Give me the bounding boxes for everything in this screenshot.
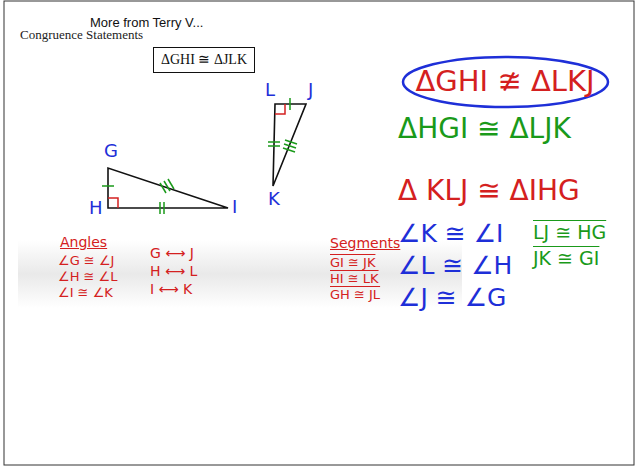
- angle-statement: ∠K ≅ ∠I: [398, 220, 503, 248]
- tick-mark: [284, 144, 296, 148]
- vertex-label: K: [268, 189, 280, 209]
- node-text: ΔGHI ≇ ΔLKJ: [416, 66, 595, 98]
- tick-mark: [285, 140, 297, 144]
- tick-mark: [268, 145, 280, 147]
- segment-statement: LJ ≅ HG: [533, 222, 606, 243]
- tick-mark: [283, 148, 295, 152]
- tick-mark: [102, 185, 114, 187]
- tick-mark: [168, 179, 174, 189]
- triangle-ghi: [108, 168, 228, 208]
- vertex-label: G: [104, 141, 118, 161]
- correspondence: G ⟷ J: [150, 246, 194, 261]
- vertex-label: H: [89, 198, 103, 218]
- tick-mark: [164, 181, 170, 191]
- segment-statement: GH ≅ JL: [330, 288, 380, 302]
- screenshot-heading: Congruence Statements: [20, 28, 143, 42]
- right-angle-mark: [108, 198, 118, 208]
- angle-statement: ∠L ≅ ∠H: [398, 252, 512, 280]
- congruence-statement: Δ KLJ ≅ ΔIHG: [398, 176, 580, 207]
- video-screenshot: [18, 66, 462, 308]
- segment-statement: JK ≅ GI: [533, 248, 599, 269]
- statement-ellipse: ΔGHI ≇ ΔLKJ: [401, 55, 610, 109]
- vertex-label: L: [265, 80, 275, 100]
- tick-mark: [268, 141, 280, 143]
- correspondence: I ⟷ K: [150, 282, 192, 297]
- ellipse-outline: [403, 57, 608, 107]
- node-text: ΔGHI ≅ ΔJLK: [161, 52, 247, 67]
- angle-statement: ∠I ≅ ∠K: [58, 286, 113, 300]
- angles-heading: Angles: [60, 235, 107, 250]
- segments-heading: Segments: [330, 236, 400, 251]
- slide-frame: [4, 1, 634, 465]
- statement-box: ΔGHI ≅ ΔJLK: [153, 47, 255, 73]
- segment-statement: HI ≅ LK: [330, 272, 379, 286]
- tick-mark: [289, 98, 291, 110]
- tick-mark: [160, 183, 166, 193]
- tick-mark: [159, 202, 161, 214]
- angle-statement: ∠H ≅ ∠L: [58, 270, 117, 284]
- triangle-ljk: [273, 104, 306, 186]
- vertex-label: I: [232, 197, 237, 217]
- tick-mark: [163, 202, 165, 214]
- congruence-statement: ΔHGI ≅ ΔLJK: [398, 114, 571, 145]
- angle-statement: ∠J ≅ ∠G: [398, 284, 506, 312]
- correspondence: H ⟷ L: [150, 264, 197, 279]
- right-angle-mark: [275, 104, 285, 114]
- segment-statement: GI ≅ JK: [330, 256, 375, 270]
- angle-statement: ∠G ≅ ∠J: [58, 254, 114, 268]
- vertex-label: J: [308, 80, 313, 100]
